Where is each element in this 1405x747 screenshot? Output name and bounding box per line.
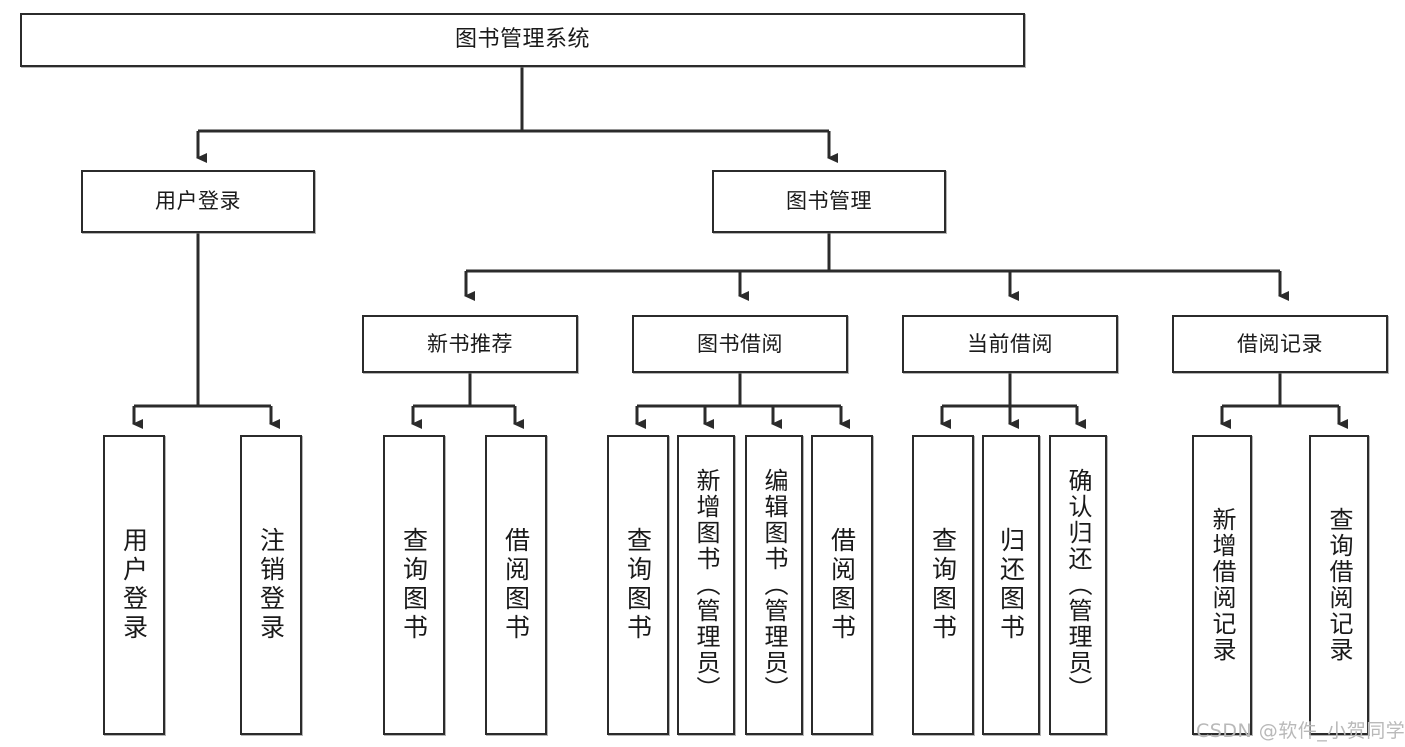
node-label-current-borrow: 当前借阅	[967, 331, 1053, 356]
node-label-book-borrow: 图书借阅	[697, 331, 783, 356]
node-label-leaf-query-book-a: 查询图书	[399, 527, 429, 643]
node-label-leaf-add-book: 新增图书（管理员）	[692, 468, 720, 702]
node-label-leaf-confirm-return: 确认归还（管理员）	[1064, 468, 1092, 702]
node-user-login[interactable]: 用户登录	[81, 170, 315, 233]
node-leaf-query-book-c[interactable]: 查询图书	[912, 435, 974, 735]
node-leaf-query-record[interactable]: 查询借阅记录	[1309, 435, 1369, 735]
node-leaf-query-book-a[interactable]: 查询图书	[383, 435, 445, 735]
node-leaf-user-login[interactable]: 用户登录	[103, 435, 165, 735]
node-leaf-return-book[interactable]: 归还图书	[982, 435, 1040, 735]
node-book-manage[interactable]: 图书管理	[712, 170, 946, 233]
node-label-leaf-query-record: 查询借阅记录	[1325, 507, 1353, 663]
node-leaf-confirm-return[interactable]: 确认归还（管理员）	[1049, 435, 1107, 735]
node-label-leaf-borrow-book-b: 借阅图书	[827, 527, 857, 643]
node-label-new-book-recommend: 新书推荐	[427, 331, 513, 356]
node-label-leaf-query-book-c: 查询图书	[928, 527, 958, 643]
node-label-leaf-logout: 注销登录	[256, 527, 286, 643]
node-leaf-add-record[interactable]: 新增借阅记录	[1192, 435, 1252, 735]
node-leaf-borrow-book-b[interactable]: 借阅图书	[811, 435, 873, 735]
node-leaf-add-book[interactable]: 新增图书（管理员）	[677, 435, 735, 735]
node-label-leaf-user-login: 用户登录	[119, 527, 149, 643]
node-leaf-borrow-book-a[interactable]: 借阅图书	[485, 435, 547, 735]
node-book-borrow[interactable]: 图书借阅	[632, 315, 848, 373]
node-current-borrow[interactable]: 当前借阅	[902, 315, 1118, 373]
node-label-leaf-edit-book: 编辑图书（管理员）	[760, 468, 788, 702]
node-label-borrow-record: 借阅记录	[1237, 331, 1323, 356]
node-label-leaf-query-book-b: 查询图书	[623, 527, 653, 643]
node-leaf-query-book-b[interactable]: 查询图书	[607, 435, 669, 735]
node-borrow-record[interactable]: 借阅记录	[1172, 315, 1388, 373]
node-label-leaf-return-book: 归还图书	[996, 527, 1026, 643]
node-label-user-login: 用户登录	[155, 189, 241, 214]
node-root-system[interactable]: 图书管理系统	[20, 13, 1025, 67]
node-label-leaf-add-record: 新增借阅记录	[1208, 507, 1236, 663]
csdn-watermark: CSDN @软件_小贺同学	[1196, 720, 1405, 742]
node-leaf-edit-book[interactable]: 编辑图书（管理员）	[745, 435, 803, 735]
node-new-book-recommend[interactable]: 新书推荐	[362, 315, 578, 373]
node-label-leaf-borrow-book-a: 借阅图书	[501, 527, 531, 643]
node-leaf-logout[interactable]: 注销登录	[240, 435, 302, 735]
node-label-book-manage: 图书管理	[786, 189, 872, 214]
node-label-root: 图书管理系统	[454, 27, 590, 53]
